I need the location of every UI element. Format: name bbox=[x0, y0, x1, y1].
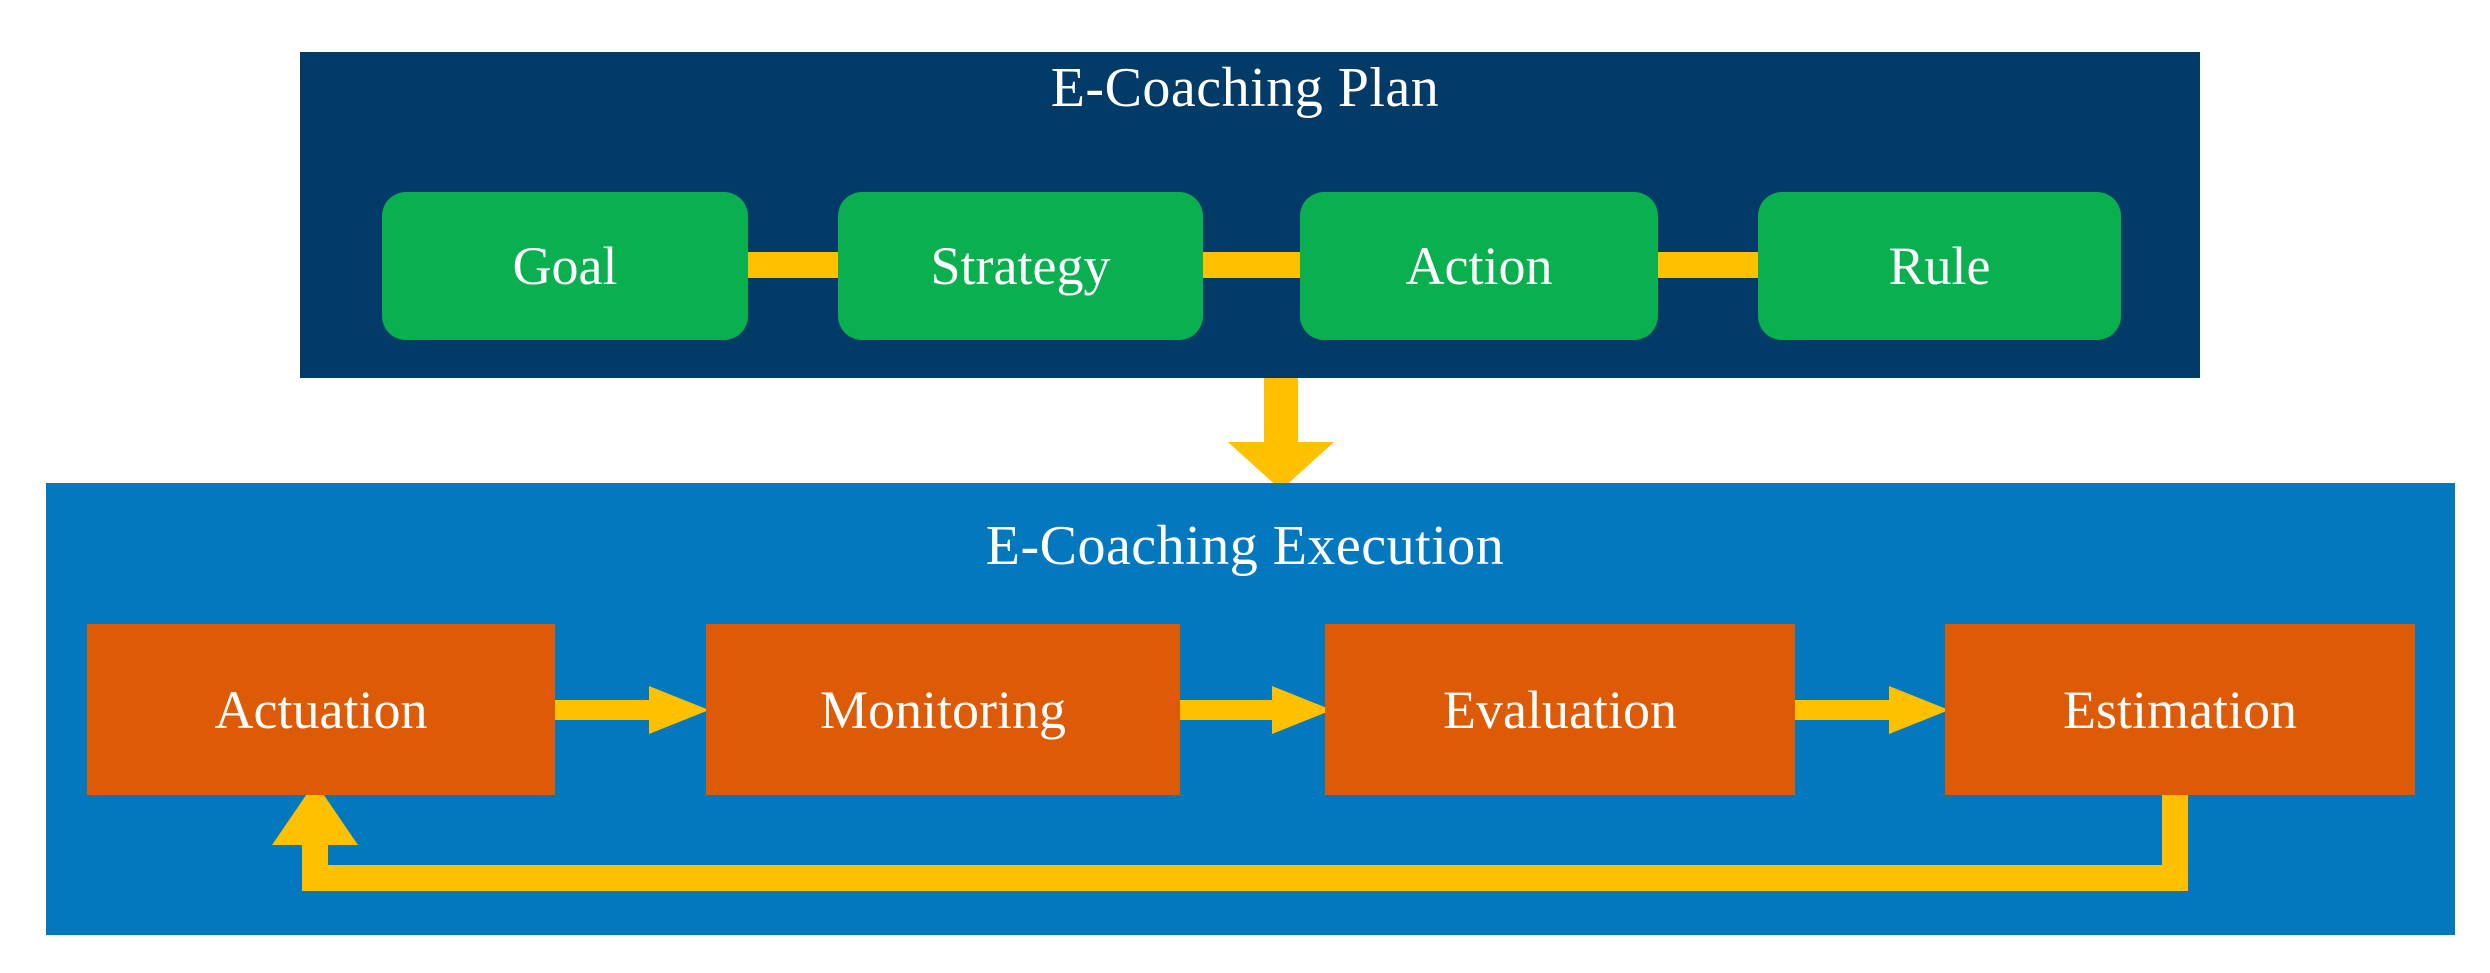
plan-stage-rule[interactable]: Rule bbox=[1758, 192, 2121, 340]
arrow-monitoring-to-evaluation-icon bbox=[1176, 686, 1332, 734]
plan-panel-title: E-Coaching Plan bbox=[1050, 57, 1440, 119]
plan-stage-strategy[interactable]: Strategy bbox=[838, 192, 1203, 340]
connector-goal-to-strategy bbox=[746, 252, 842, 278]
execution-stage-evaluation[interactable]: Evaluation bbox=[1325, 624, 1795, 795]
plan-stage-goal[interactable]: Goal bbox=[382, 192, 748, 340]
execution-stage-estimation[interactable]: Estimation bbox=[1945, 624, 2415, 795]
plan-to-execution-arrow-icon bbox=[1228, 378, 1334, 490]
connector-action-to-rule bbox=[1656, 252, 1760, 278]
connector-strategy-to-action bbox=[1201, 252, 1302, 278]
arrow-actuation-to-monitoring-icon bbox=[553, 686, 709, 734]
plan-stage-action[interactable]: Action bbox=[1300, 192, 1658, 340]
execution-panel-title: E-Coaching Execution bbox=[985, 515, 1505, 577]
arrow-evaluation-to-estimation-icon bbox=[1793, 686, 1949, 734]
feedback-loop-arrow-icon bbox=[270, 782, 2210, 905]
execution-stage-monitoring[interactable]: Monitoring bbox=[706, 624, 1180, 795]
execution-stage-actuation[interactable]: Actuation bbox=[87, 624, 555, 795]
